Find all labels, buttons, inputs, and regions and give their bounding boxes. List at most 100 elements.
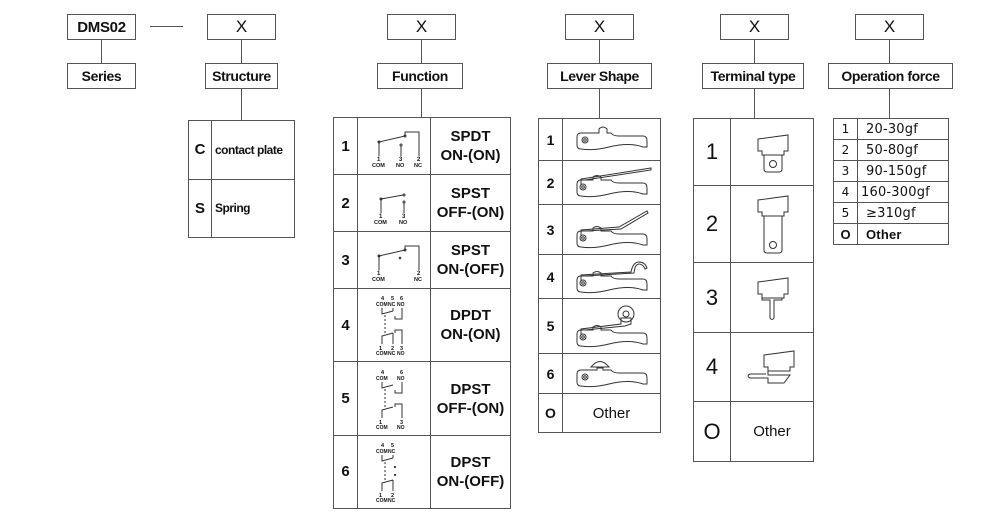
svg-text:COM: COM bbox=[376, 351, 388, 356]
lever-shape-option-6[interactable]: 6 bbox=[538, 353, 661, 394]
svg-text:6: 6 bbox=[400, 370, 403, 376]
option-code: 6 bbox=[538, 353, 563, 394]
svg-text:3: 3 bbox=[399, 157, 403, 163]
option-text: Other bbox=[730, 401, 814, 462]
svg-text:4: 4 bbox=[381, 296, 385, 302]
operation-force-option-1[interactable]: 1 20-30gf bbox=[833, 118, 949, 140]
connector-line bbox=[241, 89, 242, 120]
svg-text:NC: NC bbox=[414, 163, 422, 169]
function-type: DPDT bbox=[450, 307, 491, 325]
lever-shape-option-4[interactable]: 4 bbox=[538, 254, 661, 299]
option-text: Other bbox=[562, 393, 661, 433]
option-code: 2 bbox=[538, 160, 563, 205]
svg-text:COM: COM bbox=[374, 220, 387, 226]
function-type: DPST bbox=[450, 380, 491, 398]
structure-option-c[interactable]: C contact plate bbox=[188, 120, 295, 180]
lever-shape-option-3[interactable]: 3 bbox=[538, 204, 661, 255]
option-code: 2 bbox=[693, 185, 731, 263]
structure-label-box: Structure bbox=[205, 63, 278, 89]
terminal-type-option-other[interactable]: O Other bbox=[693, 401, 814, 462]
function-mode: OFF-(ON) bbox=[436, 399, 505, 417]
option-code: 2 bbox=[333, 174, 358, 233]
function-mode: ON-(ON) bbox=[440, 326, 501, 344]
option-code: 3 bbox=[693, 262, 731, 333]
lever-shape-option-2[interactable]: 2 bbox=[538, 160, 661, 205]
function-code-box: X bbox=[387, 14, 456, 40]
operation-force-label-box: Operation force bbox=[828, 63, 953, 89]
svg-text:1: 1 bbox=[377, 271, 381, 277]
svg-text:NC: NC bbox=[388, 449, 396, 455]
operation-force-option-5[interactable]: 5 ≥310gf bbox=[833, 202, 949, 224]
svg-text:NC: NC bbox=[388, 351, 396, 356]
option-code: 3 bbox=[333, 231, 358, 290]
function-mode: ON-(OFF) bbox=[436, 261, 505, 279]
svg-text:COM: COM bbox=[372, 163, 385, 169]
operation-force-label: Operation force bbox=[841, 68, 940, 84]
terminal-type-option-1[interactable]: 1 bbox=[693, 118, 814, 186]
function-type: DPST bbox=[450, 453, 491, 471]
function-type: SPDT bbox=[450, 128, 491, 145]
option-code: 4 bbox=[538, 254, 563, 299]
terminal-type-label-box: Terminal type bbox=[702, 63, 804, 89]
terminal-type-option-4[interactable]: 4 bbox=[693, 332, 814, 402]
series-code-box: DMS02 bbox=[67, 14, 136, 40]
svg-text:COM: COM bbox=[376, 498, 388, 503]
svg-text:2: 2 bbox=[391, 493, 394, 499]
operation-force-code: X bbox=[883, 17, 896, 36]
angled-lever-icon bbox=[562, 204, 661, 255]
option-text: 160-300gf bbox=[857, 181, 949, 203]
svg-text:COM: COM bbox=[376, 376, 388, 382]
operation-force-option-other[interactable]: O Other bbox=[833, 223, 949, 245]
function-type: SPST bbox=[450, 185, 491, 203]
terminal-type-option-2[interactable]: 2 bbox=[693, 185, 814, 263]
svg-text:4: 4 bbox=[381, 443, 385, 449]
option-code: 5 bbox=[538, 298, 563, 354]
option-text: 50-80gf bbox=[857, 139, 949, 161]
svg-text:NO: NO bbox=[396, 163, 405, 169]
function-mode: ON-(OFF) bbox=[436, 472, 505, 490]
long-solder-terminal-icon bbox=[730, 185, 814, 263]
function-label-box: Function bbox=[377, 63, 463, 89]
operation-force-option-2[interactable]: 2 50-80gf bbox=[833, 139, 949, 161]
svg-text:NO: NO bbox=[399, 220, 408, 226]
svg-text:4: 4 bbox=[381, 370, 385, 376]
svg-text:2: 2 bbox=[391, 346, 394, 352]
operation-force-option-3[interactable]: 3 90-150gf bbox=[833, 160, 949, 182]
lever-shape-option-other[interactable]: O Other bbox=[538, 393, 661, 433]
svg-text:NO: NO bbox=[397, 302, 405, 308]
connector-line bbox=[241, 40, 242, 63]
hook-lever-icon bbox=[562, 254, 661, 299]
connector-line bbox=[889, 89, 890, 118]
side-bent-terminal-icon bbox=[730, 332, 814, 402]
svg-text:NC: NC bbox=[388, 302, 396, 308]
option-code: 4 bbox=[833, 181, 858, 203]
svg-text:1: 1 bbox=[379, 420, 382, 426]
operation-force-option-4[interactable]: 4 160-300gf bbox=[833, 181, 949, 203]
terminal-type-label: Terminal type bbox=[710, 68, 796, 84]
option-code: 1 bbox=[333, 116, 358, 176]
structure-option-s[interactable]: S Spring bbox=[188, 178, 295, 238]
lever-shape-option-1[interactable]: 1 bbox=[538, 118, 661, 161]
function-code: X bbox=[415, 17, 428, 36]
option-text: 20-30gf bbox=[857, 118, 949, 140]
series-label-box: Series bbox=[67, 63, 136, 89]
lever-shape-option-5[interactable]: 5 bbox=[538, 298, 661, 354]
svg-text:NO: NO bbox=[397, 351, 405, 356]
svg-text:5: 5 bbox=[391, 296, 394, 302]
terminal-type-option-3[interactable]: 3 bbox=[693, 262, 814, 333]
lever-shape-label: Lever Shape bbox=[560, 68, 639, 84]
option-text: Other bbox=[857, 223, 949, 245]
operation-force-options-table: 1 20-30gf 2 50-80gf 3 90-150gf 4 160-300… bbox=[833, 118, 949, 245]
function-mode: OFF-(ON) bbox=[436, 204, 505, 222]
option-code: 5 bbox=[333, 361, 358, 436]
connector-line bbox=[754, 40, 755, 63]
